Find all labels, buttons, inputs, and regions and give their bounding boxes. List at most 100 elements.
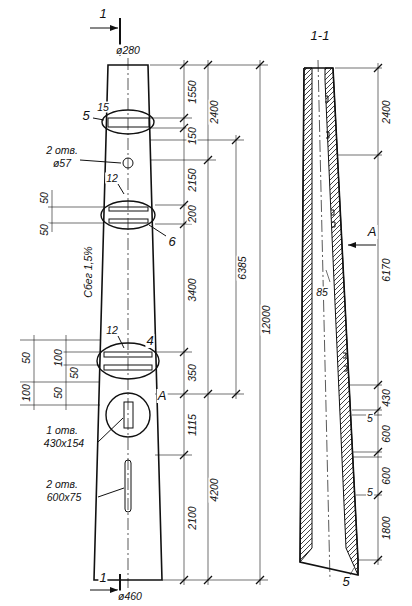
dimension-label: 4200 (209, 477, 220, 502)
dimension-label: 600 (381, 424, 392, 444)
drawing-line (128, 58, 129, 588)
drawing-line (98, 418, 123, 442)
view-mark: A (157, 389, 168, 403)
note-label: 2 отв. (45, 145, 79, 156)
drawing-polyline (300, 68, 358, 575)
drawing-line (378, 63, 379, 565)
drawing-line (98, 488, 124, 497)
drawing-line (52, 190, 53, 232)
callout-number: 5 (341, 575, 350, 589)
dimension-label: 100 (21, 383, 32, 403)
drawing-path (374, 64, 382, 564)
dimension-label: 2100 (187, 505, 198, 530)
drawing-line (20, 382, 100, 383)
drawing-line (80, 160, 121, 163)
dimension-label: 2150 (187, 167, 198, 192)
view-mark: A (367, 225, 378, 239)
note-label: 1 отв. (45, 425, 79, 436)
drawing-line (34, 335, 35, 410)
drawing-line (149, 225, 166, 236)
drawing-line (162, 580, 268, 581)
dimension-label: 100 (53, 348, 64, 368)
drawing-polygon (325, 68, 358, 575)
note-label: 430x154 (43, 438, 85, 449)
note-label: ø57 (52, 158, 72, 169)
dimension-label: 50 (39, 191, 50, 205)
note-label: 600x75 (46, 492, 82, 503)
dimension-label: 200 (187, 204, 198, 224)
dimension-label: 150 (187, 126, 198, 146)
drawing-path (325, 96, 347, 371)
dimension-label: 5 (366, 413, 374, 424)
drawing-g (335, 63, 382, 565)
callout-number: 5 (81, 109, 90, 123)
dimension-label: 1800 (381, 515, 392, 540)
section-mark: 1 (98, 571, 107, 585)
drawing-rect (108, 118, 149, 127)
dimension-label: 3400 (187, 277, 198, 302)
section-title: 1-1 (310, 29, 331, 43)
drawing-line (48, 207, 104, 208)
drawing-line (90, 28, 118, 29)
drawing-line (155, 394, 244, 395)
drawing-line (93, 118, 104, 120)
dimension-label: 12000 (261, 304, 272, 335)
note-label: Сбег 1,5% (83, 245, 94, 298)
drawing-line (155, 352, 192, 353)
drawing-line (184, 60, 185, 585)
drawing-rect (109, 207, 148, 211)
note-label: 2 отв. (45, 479, 79, 490)
dimension-label: 6170 (381, 257, 392, 282)
drawing-line (353, 457, 382, 458)
dimension-label: 430 (381, 388, 392, 408)
dimension-label: 50 (69, 366, 80, 380)
drawing-line (337, 155, 382, 156)
drawing-line (335, 68, 382, 69)
drawing-rect (104, 352, 152, 357)
drawing-line (150, 160, 216, 161)
drawing-ellipse (101, 201, 155, 229)
dimension-label: 1550 (187, 79, 198, 104)
dimension-label: 5 (366, 487, 374, 498)
dimension-label: 2400 (381, 99, 392, 124)
dimension-label: 1115 (187, 413, 198, 437)
drawing-line (90, 590, 118, 591)
drawing-path (204, 61, 212, 584)
drawing-rect (109, 219, 148, 223)
drawing-line (48, 223, 104, 224)
drawing-line (326, 270, 330, 282)
dimension-label: 50 (21, 351, 32, 365)
dimension-label: 12 (105, 173, 119, 184)
drawing-line (350, 568, 354, 575)
dimension-label: ø460 (117, 591, 143, 602)
drawing-line (20, 340, 100, 341)
drawing-rect (124, 402, 133, 428)
dimension-label: 2400 (209, 99, 220, 124)
dimension-label: ø280 (115, 45, 141, 56)
dimension-label: 6385 (237, 255, 248, 280)
dimension-label: 350 (187, 363, 198, 383)
dimension-label: 50 (39, 223, 50, 237)
section-mark: 1 (98, 7, 107, 21)
drawing-ellipse (97, 343, 159, 379)
drawing-ellipse (102, 110, 154, 134)
dimension-label: 50 (53, 386, 64, 400)
dimension-label: 15 (96, 102, 110, 113)
callout-number: 4 (145, 334, 154, 348)
drawing-circle (123, 158, 133, 168)
drawing-line (150, 118, 192, 119)
pole-section (300, 60, 382, 580)
dimension-label: 600 (381, 466, 392, 486)
drawing-line (155, 455, 192, 456)
drawing-g (180, 61, 264, 584)
drawing-line (20, 405, 100, 406)
drawing-line (118, 336, 124, 348)
pole-elevation (20, 18, 268, 600)
dimension-label: 12 (105, 325, 119, 336)
drawing-g (150, 60, 268, 585)
drawing-line (348, 245, 376, 246)
drawing-rect (125, 460, 131, 512)
dimension-label: 85 (315, 287, 329, 298)
